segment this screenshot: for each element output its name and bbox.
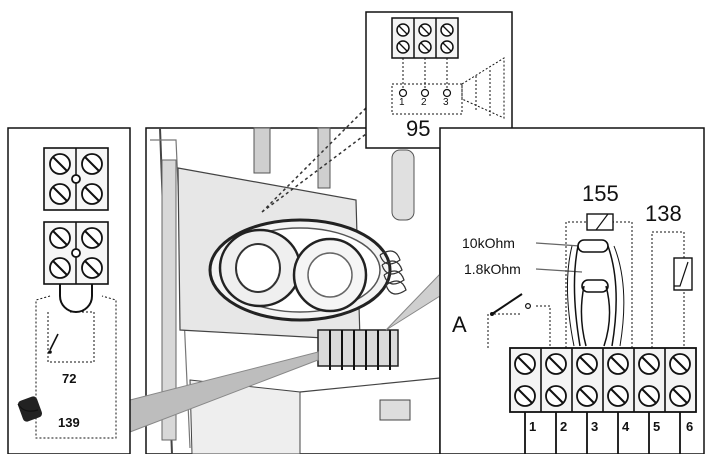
label-155: 155 (582, 181, 619, 206)
switch-icon (49, 333, 59, 351)
top-terminal-number-1: 1 (399, 97, 405, 108)
label-95: 95 (406, 116, 431, 141)
callout-beams (129, 107, 441, 433)
label-72: 72 (62, 371, 77, 386)
switch-a-icon (490, 293, 531, 316)
thermistor-138-icon (673, 257, 693, 291)
top-terminal-number-2: 2 (421, 97, 427, 108)
center-panel (145, 127, 441, 454)
terminal-number-3: 3 (591, 419, 599, 434)
top-inset (365, 11, 513, 149)
label-1-8kohm: 1.8kOhm (464, 261, 521, 277)
terminal-strip (509, 347, 697, 454)
top-terminal-number-3: 3 (443, 97, 449, 108)
label-138: 138 (645, 201, 682, 226)
terminal-number-6: 6 (686, 419, 694, 434)
label-10kohm: 10kOhm (462, 235, 515, 251)
sensor-icon (17, 396, 43, 422)
terminal-number-4: 4 (622, 419, 630, 434)
label-a: A (452, 312, 467, 337)
terminal-number-5: 5 (653, 419, 661, 434)
right-inset (439, 127, 705, 454)
label-139: 139 (58, 415, 80, 430)
resistor-155-icon (586, 213, 614, 231)
terminal-number-2: 2 (560, 419, 568, 434)
terminal-number-1: 1 (529, 419, 537, 434)
left-inset (7, 127, 131, 454)
